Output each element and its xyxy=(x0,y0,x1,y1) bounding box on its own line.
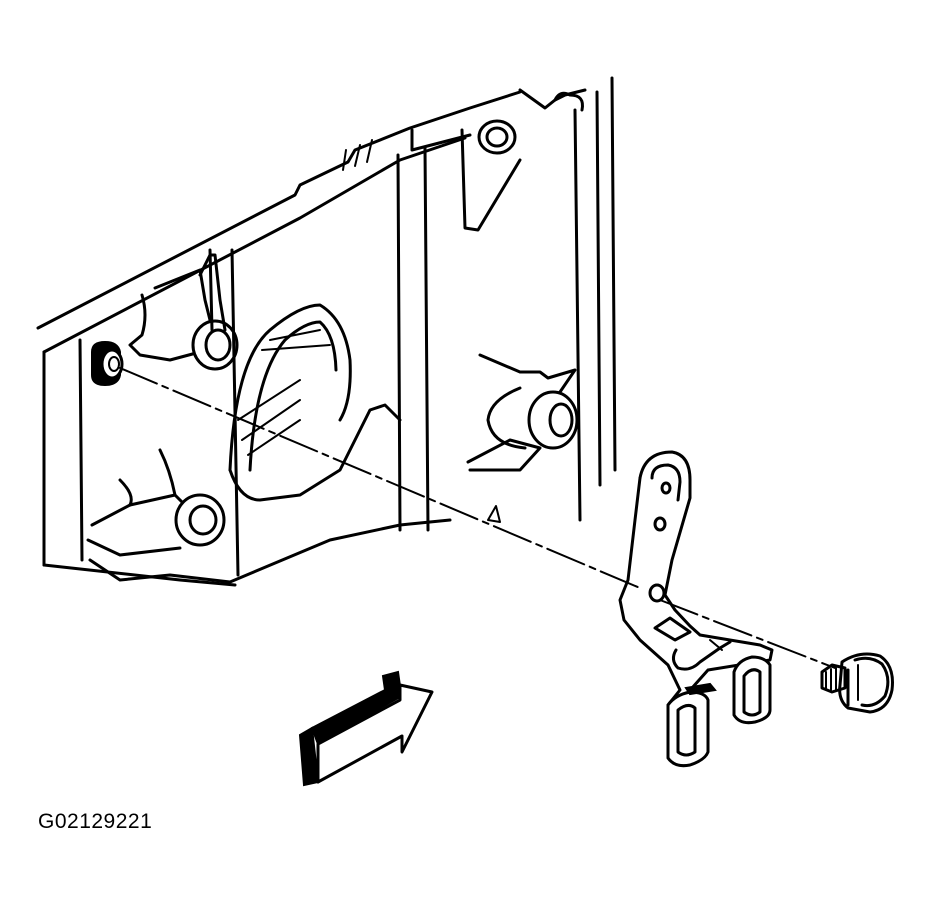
mounting-bracket xyxy=(618,450,774,768)
alignment-lines xyxy=(119,367,836,669)
figure-code-label: G02129221 xyxy=(38,810,153,833)
view-arrow xyxy=(298,670,434,787)
engine-block-housing xyxy=(36,76,617,587)
bolt xyxy=(820,652,894,714)
